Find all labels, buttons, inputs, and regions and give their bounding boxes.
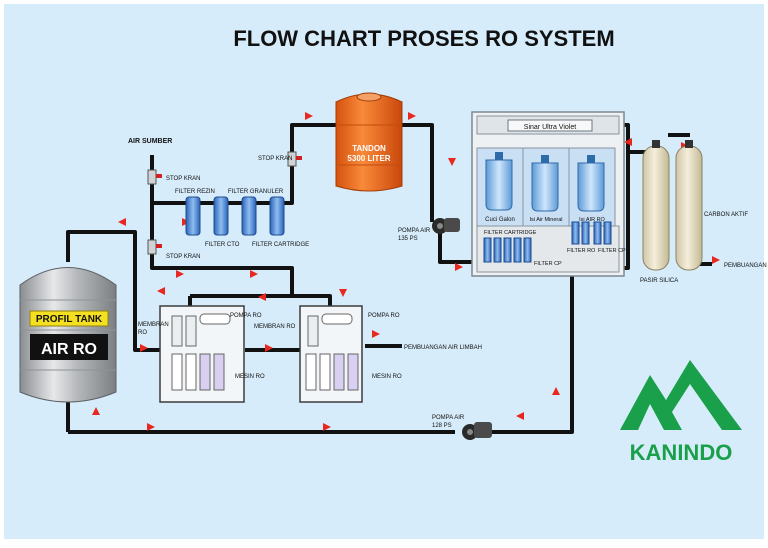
tandon-label: TANDON <box>352 144 386 153</box>
stop-kran-label-2: STOP KRAN <box>166 254 200 260</box>
air-ro-tank-label: AIR RO <box>41 341 97 358</box>
diagram-background <box>4 4 764 539</box>
kanindo-logo <box>620 360 742 430</box>
pompa-air-bottom-label: POMPA AIR <box>432 415 465 421</box>
pompa-ro-2-label: POMPA RO <box>368 313 400 319</box>
pembuangan-air-limbah-label: PEMBUANGAN AIR LIMBAH <box>404 345 482 351</box>
membran-ro-1-label-a: MEMBRAN <box>138 322 169 328</box>
uv-lamp <box>507 119 593 132</box>
pasir-silica-tank <box>642 140 670 271</box>
air-ro-storage-tank <box>19 267 117 403</box>
mesin-ro-2-label: MESIN RO <box>372 374 402 380</box>
arrow <box>92 407 100 415</box>
membran-ro-1-label-b: RO <box>138 330 147 336</box>
stop-kran-label-3: STOP KRAN <box>258 156 292 162</box>
carbon-aktif-label: CARBON AKTIF <box>704 212 748 218</box>
filter-cartridge-housing <box>269 196 285 236</box>
arrow <box>516 412 524 420</box>
isi-air-ro-label: Isi AIR RO <box>579 217 605 223</box>
pembuangan-right-label: PEMBUANGAN <box>724 263 767 269</box>
filter-cp-bottom-label: FILTER CP <box>534 261 562 267</box>
tandon-capacity: 5300 LITER <box>347 154 390 163</box>
arrow <box>250 270 258 278</box>
filter-granular-label: FILTER GRANULER <box>228 189 284 195</box>
pipe-ro-top <box>190 294 332 308</box>
arrow <box>448 158 456 166</box>
pipe-source <box>150 155 294 296</box>
pompa-air-top-label: POMPA AIR <box>398 228 431 234</box>
carbon-aktif-tank <box>675 140 703 271</box>
pompa-air-top-icon[interactable] <box>432 218 460 234</box>
tandon-tank <box>335 92 403 192</box>
gallon-bottles <box>485 152 605 212</box>
arrow <box>147 423 155 431</box>
cabinet-cartridge-filters <box>483 221 612 263</box>
mesin-ro-2 <box>299 305 363 403</box>
filter-cartridge-label: FILTER CARTRIDGE <box>252 242 309 248</box>
arrow <box>552 387 560 395</box>
arrow <box>176 270 184 278</box>
arrow <box>258 293 266 301</box>
filter-cartridge-cabinet-label: FILTER CARTRIDGE <box>484 230 537 236</box>
arrow <box>455 263 463 271</box>
filter-ro-label: FILTER RO <box>567 248 596 254</box>
stop-kran-valve-3[interactable] <box>287 151 302 167</box>
arrow <box>140 344 148 352</box>
arrow <box>339 289 347 297</box>
arrow <box>712 256 720 264</box>
membran-ro-2-label: MEMBRAN RO <box>254 324 296 330</box>
pipe-pump-to-cabinet <box>438 232 472 264</box>
filter-granular-housing <box>241 196 257 236</box>
arrow <box>624 138 632 146</box>
gallon-icon <box>531 162 559 212</box>
page-title: FLOW CHART PROSES RO SYSTEM <box>233 26 614 51</box>
stop-kran-valve-2[interactable] <box>147 239 162 255</box>
mountain-logo-icon <box>620 360 742 430</box>
pompa-air-top-ps: 135 PS <box>398 236 418 242</box>
arrow <box>305 112 313 120</box>
gallon-icon <box>577 162 605 212</box>
filter-rezin-label: FILTER REZIN <box>175 189 215 195</box>
filter-cto-label: FILTER CTO <box>205 242 240 248</box>
filter-rezin-housing <box>185 196 201 236</box>
air-sumber-label: AIR SUMBER <box>128 138 172 145</box>
arrow <box>118 218 126 226</box>
arrow <box>408 112 416 120</box>
stop-kran-valve-1[interactable] <box>147 169 162 185</box>
stop-kran-label-1: STOP KRAN <box>166 176 200 182</box>
gallon-icon <box>485 159 513 211</box>
logo-text: KANINDO <box>630 440 733 465</box>
arrow <box>265 344 273 352</box>
sinar-uv-label: Sinar Ultra Violet <box>524 124 576 131</box>
cuci-galon-label: Cuci Galon <box>485 217 515 223</box>
filter-cto-housing <box>213 196 229 236</box>
pompa-air-bottom-ps: 128 PS <box>432 423 452 429</box>
arrow <box>372 330 380 338</box>
pompa-ro-1-label: POMPA RO <box>230 313 262 319</box>
arrow <box>323 423 331 431</box>
tank-brand-label: PROFIL TANK <box>36 314 103 325</box>
pompa-air-bottom-icon[interactable] <box>462 422 492 440</box>
filter-cp-right-label: FILTER CP <box>598 248 626 254</box>
pre-filter-housings <box>185 196 285 236</box>
isi-air-mineral-label: Isi Air Mineral <box>529 217 562 223</box>
mesin-ro-1 <box>159 305 245 403</box>
pasir-silica-label: PASIR SILICA <box>640 278 678 284</box>
mesin-ro-1-label: MESIN RO <box>235 374 265 380</box>
arrow <box>157 287 165 295</box>
